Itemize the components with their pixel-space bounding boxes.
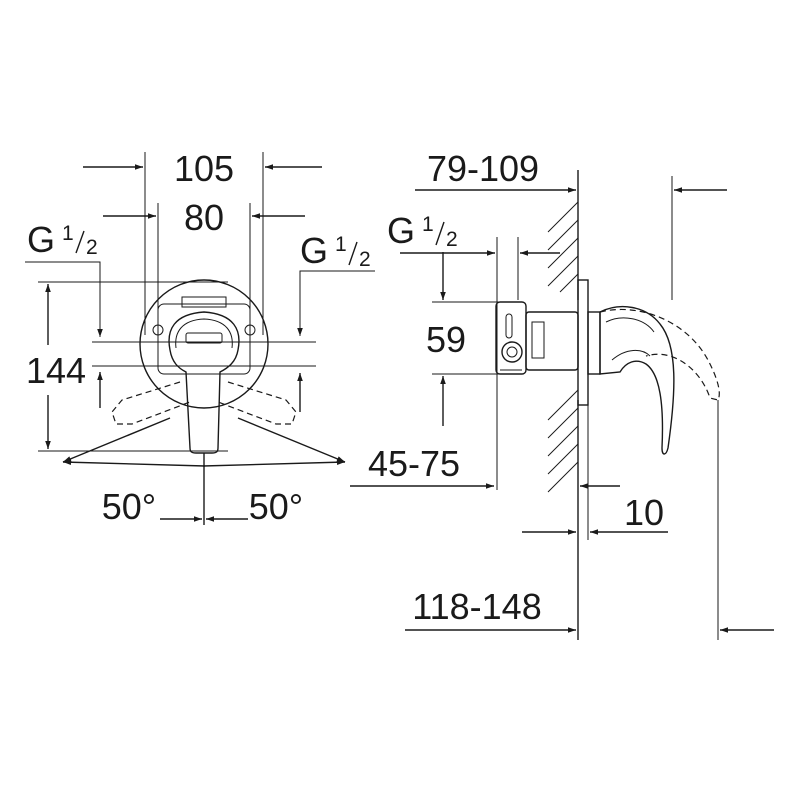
dim-body-depth-label: 45-75 <box>368 443 460 484</box>
thread-side-num: 1 <box>422 213 434 236</box>
handle-side <box>599 305 675 455</box>
thread-left-label: G 1 2 <box>25 219 103 408</box>
angle-left-label: 50° <box>102 486 156 527</box>
dim-plate-thickness-label: 10 <box>624 492 664 533</box>
dim-inlet-spacing-label: 59 <box>426 319 466 360</box>
dim-height: 144 <box>26 281 228 452</box>
dim-total-depth: 118-148 <box>405 586 774 633</box>
angle-line-right <box>237 417 346 463</box>
dim-height-label: 144 <box>26 350 86 391</box>
thread-left-num: 1 <box>62 222 74 245</box>
mount-screw-left <box>152 324 164 336</box>
dim-plate-width-label: 80 <box>184 197 224 238</box>
thread-left-den: 2 <box>86 236 98 259</box>
angle-right-label: 50° <box>249 486 303 527</box>
dim-body-depth: 45-75 <box>350 443 494 489</box>
thread-right-den: 2 <box>359 248 371 271</box>
thread-right-label: G 1 2 <box>297 230 375 412</box>
thread-right-num: 1 <box>335 233 347 256</box>
escutcheon-plate <box>139 279 269 409</box>
dim-wall-depth: 79-109 <box>415 148 576 193</box>
wall-section <box>547 170 579 640</box>
angle-line-left <box>62 417 171 463</box>
side-view: 79-109 G 1 2 59 <box>350 148 774 640</box>
mount-screw-right <box>244 324 256 336</box>
handle-front <box>168 311 240 525</box>
dim-overall-width: 105 <box>83 148 322 335</box>
dim-overall-width-label: 105 <box>174 148 234 189</box>
escutcheon-plate-side <box>577 279 589 406</box>
dim-wall-depth-label: 79-109 <box>427 148 539 189</box>
dim-plate-thickness: 10 <box>522 405 668 540</box>
valve-top-tab <box>181 296 227 308</box>
thread-left-prefix: G <box>27 219 55 260</box>
thread-side-prefix: G <box>387 210 415 251</box>
dim-total-depth-label: 118-148 <box>412 586 541 627</box>
handle-swept-side <box>599 308 720 401</box>
valve-body-side <box>495 301 579 375</box>
cartridge-cover-side <box>587 311 601 375</box>
dim-plate-width: 80 <box>103 197 305 340</box>
handle-rotated-right <box>217 381 297 425</box>
dim-inlet-spacing: 59 <box>426 252 500 426</box>
front-view: 105 80 G 1 2 G 1 2 <box>25 148 375 527</box>
handle-rotated-left <box>111 381 191 425</box>
thread-side-den: 2 <box>446 228 458 251</box>
thread-right-prefix: G <box>300 230 328 271</box>
valve-body-outline <box>157 303 251 375</box>
thread-side-label: G 1 2 <box>387 210 560 490</box>
